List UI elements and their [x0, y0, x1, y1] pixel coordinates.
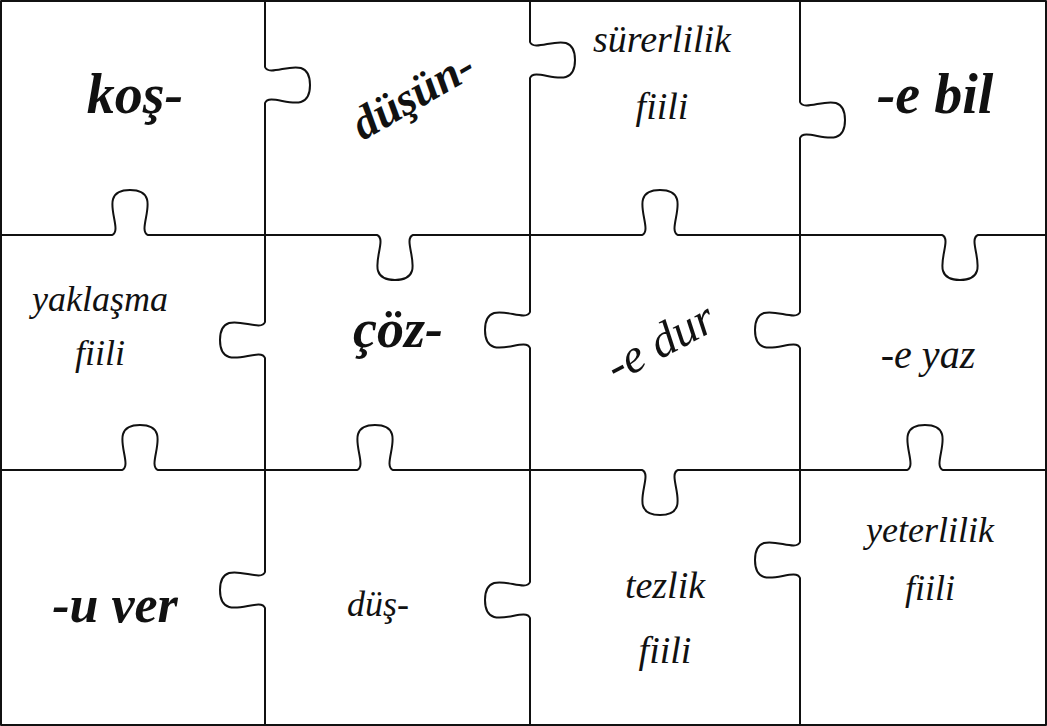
puzzle-piece: -e dur [596, 291, 723, 392]
piece-label: tezlik fiili [625, 553, 705, 682]
piece-label: düşün- [343, 40, 483, 150]
piece-label: -u ver [52, 576, 178, 633]
piece-seam [0, 190, 1047, 280]
piece-seam [0, 425, 1047, 515]
piece-label: -e dur [596, 291, 723, 392]
piece-label: çöz- [353, 300, 443, 359]
puzzle-piece: düşün- [343, 40, 483, 150]
piece-seam [755, 0, 845, 726]
puzzle-piece: düş- [347, 585, 409, 625]
puzzle-piece: -u ver [52, 576, 178, 633]
puzzle-piece: yeterlilik fiili [866, 502, 994, 617]
puzzle-piece: çöz- [353, 300, 443, 359]
puzzle-piece: yaklaşma fiili [32, 272, 168, 380]
piece-label: yaklaşma fiili [32, 272, 168, 380]
piece-label: koş- [87, 64, 183, 126]
puzzle-piece: -e yaz [881, 333, 975, 377]
piece-label: sürerlilik fiili [593, 6, 731, 139]
piece-label: -e bil [877, 64, 994, 126]
puzzle-piece: -e bil [877, 64, 994, 126]
puzzle-piece: tezlik fiili [625, 553, 705, 682]
piece-label: düş- [347, 585, 409, 625]
puzzle-piece: sürerlilik fiili [593, 6, 731, 139]
puzzle-piece: koş- [87, 64, 183, 126]
piece-label: yeterlilik fiili [866, 502, 994, 617]
piece-label: -e yaz [881, 333, 975, 377]
piece-seam [485, 0, 575, 726]
piece-seam [220, 0, 310, 726]
